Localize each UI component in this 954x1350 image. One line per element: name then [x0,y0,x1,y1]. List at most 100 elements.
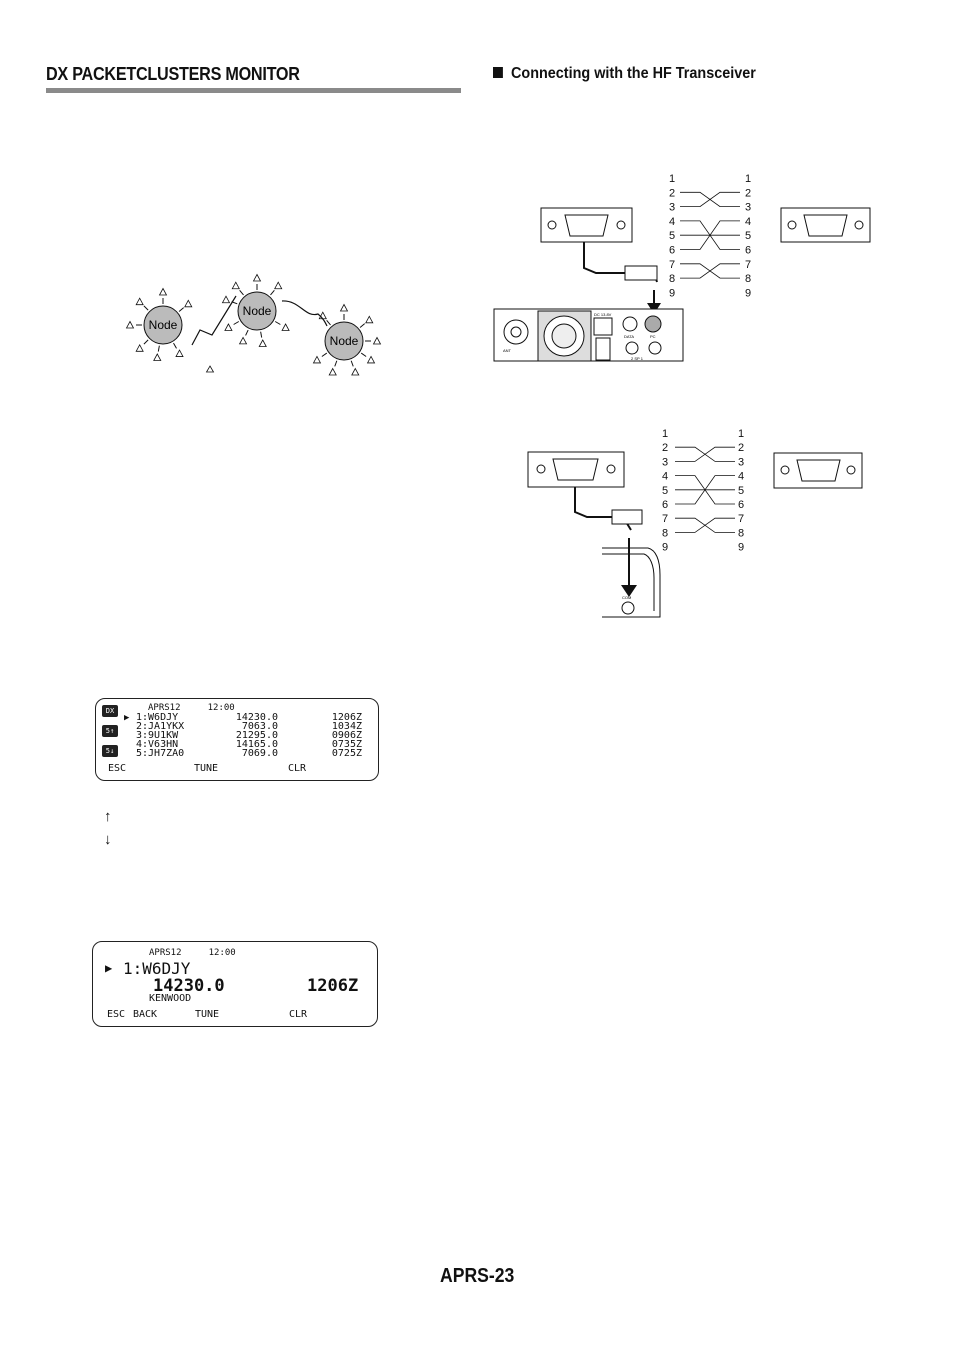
node-center: Node [237,291,277,331]
detail-callsign: 1:W6DJY [123,959,191,978]
pin-number-right: 9 [745,287,751,299]
spoke-line [143,305,149,311]
wire [675,446,735,462]
station-triangle-icon [366,355,376,364]
pin-number-right: 6 [738,499,744,511]
station-triangle-icon [365,315,374,324]
lcd-row-call: 3:9U1KW [136,730,179,741]
down-arrow-icon [647,290,661,314]
spoke-line [350,360,354,367]
node-right: Node [324,321,364,361]
softkey-label[interactable]: CLR [289,1009,308,1020]
spoke-line [245,329,249,336]
softkey-label[interactable]: BACK [133,1009,158,1020]
lcd-row-frequency: 21295.0 [235,730,278,741]
softkey-label[interactable]: ESC [107,1009,126,1020]
pin-number-left: 9 [662,542,668,554]
lcd-row-frequency: 14165.0 [235,739,278,750]
spoke-line [143,339,149,345]
lcd-row-time: 0735Z [331,739,362,750]
pin-number-left: 6 [669,245,675,257]
pin-number-right: 2 [738,442,744,454]
station-triangle-icon [312,355,322,364]
station-triangle-icon [221,295,231,304]
station-triangle-icon [205,365,215,373]
square-bullet-icon [493,67,503,78]
detail-comment: KENWOOD [149,993,192,1004]
pin-number-left: 3 [662,456,668,468]
pin-number-left: 8 [662,527,668,539]
spoke-line [326,319,331,326]
pin-number-right: 5 [738,485,744,497]
subsection-title: Connecting with the HF Transceiver [493,65,756,83]
station-triangle-icon [252,273,262,282]
section-title: DX PACKETCLUSTERS MONITOR [46,64,300,84]
cable-plug-1 [624,265,658,281]
db9-connector-right-2 [773,452,863,489]
lcd-row-frequency: 7063.0 [241,721,278,732]
wire [675,517,735,533]
rig-label-sp: 2 SP 1 [631,356,644,361]
pin-number-left: 7 [662,513,668,525]
spoke-line [233,321,240,325]
softkey-label[interactable]: TUNE [194,763,219,774]
up-arrow-icon: ↑ [104,808,112,825]
node-label-right: Node [330,334,359,348]
softkey-label[interactable]: CLR [288,763,307,774]
spoke-line [173,342,177,349]
wire [680,263,740,279]
detail-pointer-icon: ▶ [105,961,113,975]
lcd-side-icon: 5↑ [102,725,118,737]
lcd-row-time: 0725Z [331,748,362,759]
pin-number-right: 7 [738,513,744,525]
cable-1 [583,242,658,283]
pin-number-right: 3 [738,456,744,468]
node-label-center: Node [243,304,272,318]
pin-number-right: 6 [745,245,751,257]
station-triangle-icon [175,349,184,357]
softkey-label[interactable]: TUNE [195,1009,220,1020]
station-triangle-icon [153,353,162,361]
com-label: COM [622,595,631,600]
station-triangle-icon [281,323,290,331]
lcd-detail-header: APRS12 12:00 [149,948,236,958]
down-arrow-key-icon: ↓ [104,831,112,848]
rig-label-dc: DC 13.8V [594,312,612,317]
spoke-line [274,321,281,325]
pin-number-left: 8 [669,273,675,285]
pin-number-right: 1 [745,173,751,185]
lcd-row-time: 0906Z [331,730,362,741]
wire [680,220,740,250]
node-label-left: Node [149,318,178,332]
pin-number-left: 5 [662,485,668,497]
spoke-line [321,352,328,357]
rig-label-pc: PC [650,334,656,339]
spoke-line [260,331,263,338]
lcd-row-call: 2:JA1YKX [136,721,185,732]
link-center-right [281,300,328,327]
spoke-line [359,323,366,328]
spoke-line [178,307,185,312]
station-triangle-icon [274,281,283,290]
pin-number-right: 9 [738,542,744,554]
db9-connector-left-2 [527,451,625,488]
lcd-side-icon: DX [102,705,118,717]
pin-number-left: 5 [669,230,675,242]
cable-2 [574,487,632,531]
rig-label-data: DATA [624,334,634,339]
spoke-line [239,289,244,296]
lcd-side-icon: 5↓ [102,745,118,757]
lcd-row-time: 1034Z [331,721,362,732]
lcd-row-time: 1206Z [331,712,362,723]
lcd-row-call: 5:JH7ZA0 [136,748,185,759]
spoke-line [157,345,160,352]
transceiver-rear-panel: ANT DC 13.8V DATA PC 2 SP 1 [493,308,684,362]
station-triangle-icon [231,281,240,290]
lcd-row-frequency: 7069.0 [241,748,278,759]
softkey-label[interactable]: ESC [108,763,127,774]
pin-number-left: 1 [669,173,675,185]
pin-number-left: 1 [662,428,668,440]
